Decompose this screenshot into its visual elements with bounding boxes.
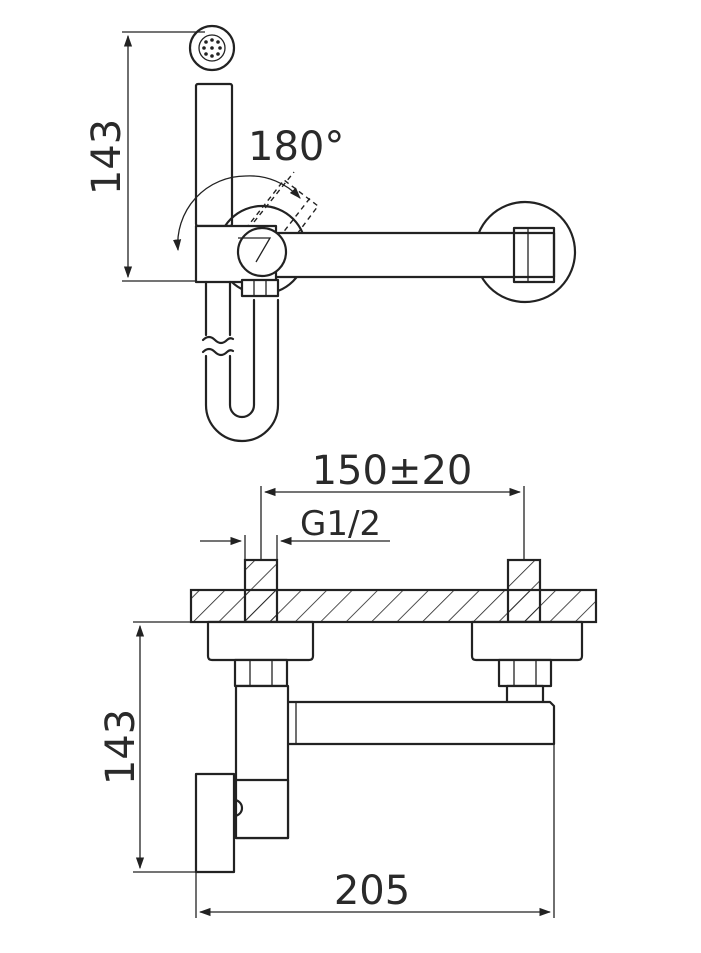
wall-section [189, 558, 598, 624]
rotation-dimension: 180° [173, 124, 344, 252]
hand-shower [188, 24, 236, 228]
spout-front [282, 700, 556, 746]
hose-nut-top [240, 278, 280, 298]
nut-left [233, 658, 289, 688]
top-height-label: 143 [84, 119, 130, 195]
front-height-label: 143 [98, 709, 144, 785]
flange-left [206, 620, 315, 662]
front-view: 150±20 G1/2 [98, 448, 598, 918]
thread-label: G1/2 [300, 504, 381, 544]
spout-top [256, 231, 556, 279]
top-view: 143 180° [84, 24, 577, 443]
thread-dimension: G1/2 [200, 504, 390, 560]
hose [201, 280, 280, 443]
length-label: 205 [334, 868, 410, 914]
length-dimension: 205 [195, 744, 555, 918]
shower-nozzle-dots [202, 38, 222, 58]
holder-front [194, 772, 236, 874]
rotation-label: 180° [248, 124, 344, 170]
front-height-dimension: 143 [98, 621, 208, 873]
spacing-dimension: 150±20 [260, 448, 525, 560]
flange-right [470, 620, 584, 662]
nut-right [497, 658, 553, 706]
top-height-dimension: 143 [84, 31, 210, 282]
spacing-label: 150±20 [312, 448, 473, 494]
